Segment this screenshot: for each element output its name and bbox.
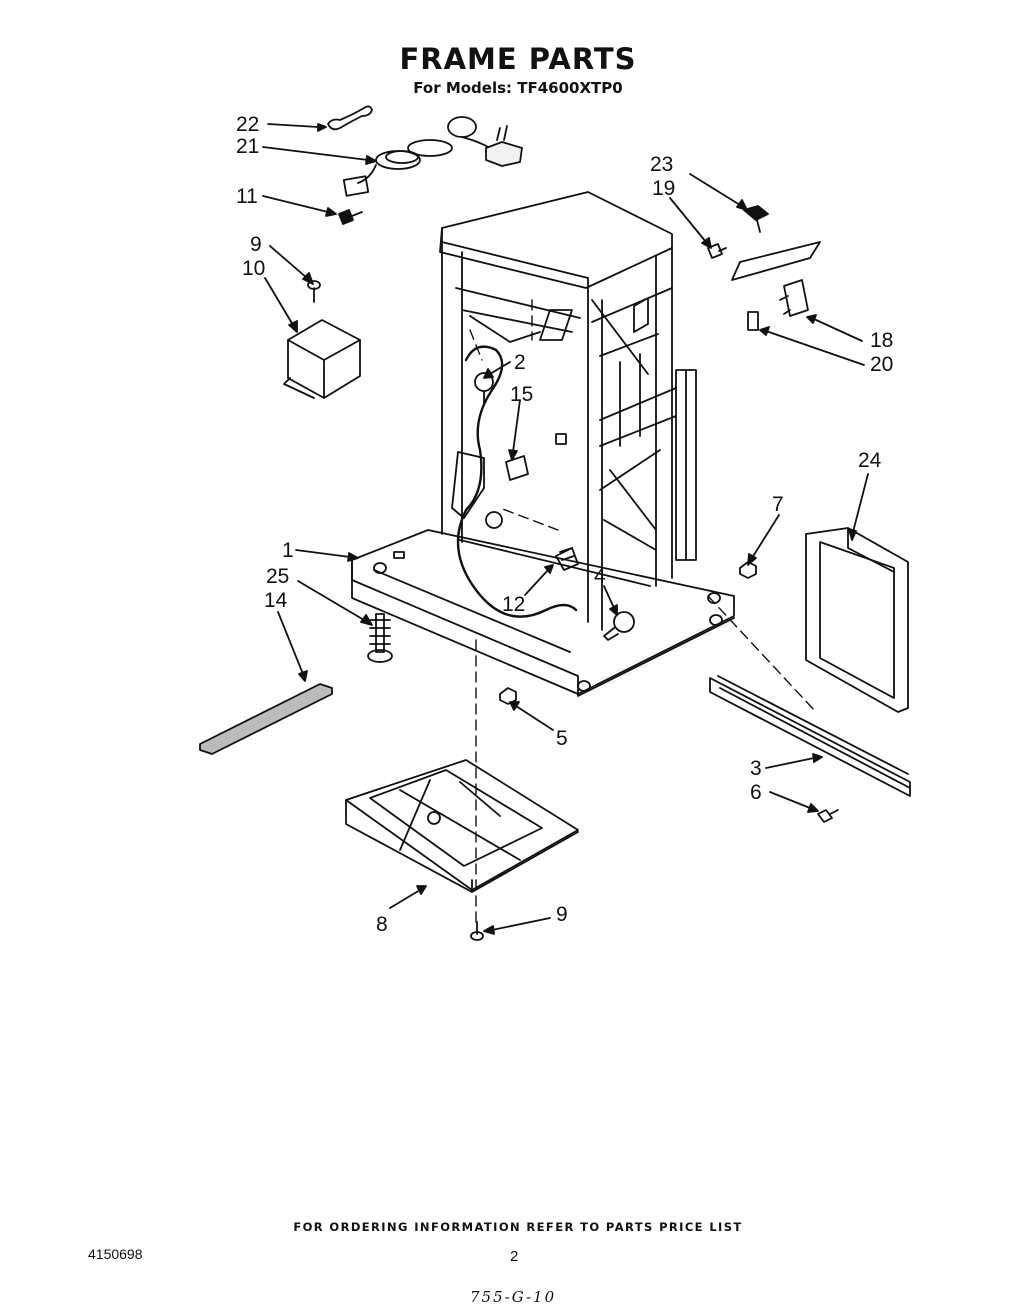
callout-18: 18 — [870, 329, 894, 352]
part-9-screw-bottom — [470, 921, 484, 941]
part-18-switch — [779, 279, 809, 317]
part-1-cabinet-frame — [351, 191, 735, 697]
callout-23: 23 — [650, 153, 674, 176]
callout-9: 9 — [250, 233, 262, 256]
part-22-clip — [327, 105, 373, 131]
page-title: FRAME PARTS — [399, 42, 637, 76]
part-19-screw — [707, 243, 727, 259]
part-7-nut — [739, 561, 757, 579]
part-20-bracket — [747, 311, 759, 331]
callout-5: 5 — [556, 727, 568, 750]
callout-24: 24 — [858, 449, 882, 472]
callout-19: 19 — [652, 177, 676, 200]
callout-20: 20 — [870, 353, 894, 376]
part-23-clip — [743, 205, 769, 233]
part-10-cover — [287, 319, 361, 399]
callout-11: 11 — [236, 185, 258, 208]
callout-12: 12 — [502, 593, 526, 616]
leader-lines — [262, 123, 869, 935]
handwritten-note: 755-G-10 — [470, 1288, 557, 1306]
callout-7: 7 — [772, 493, 784, 516]
page-number: 2 — [510, 1248, 519, 1265]
part-24-filter-frame — [805, 527, 909, 713]
callout-21: 21 — [236, 135, 260, 158]
callout-10: 10 — [242, 257, 266, 280]
document-number: 4150698 — [88, 1246, 143, 1262]
model-subtitle: For Models: TF4600XTP0 — [413, 79, 623, 97]
callout-3: 3 — [750, 757, 762, 780]
callout-9-bottom: 9 — [556, 903, 568, 926]
callout-14: 14 — [264, 589, 288, 612]
callout-4: 4 — [594, 565, 606, 588]
part-11-screw — [338, 209, 363, 225]
part-9-screw — [307, 280, 321, 303]
part-3-rail — [709, 675, 911, 797]
ordering-info-footer: FOR ORDERING INFORMATION REFER TO PARTS … — [293, 1220, 743, 1234]
part-14-foam-strip — [199, 683, 333, 755]
part-21-power-cord — [342, 116, 523, 197]
part-8-bottom-pan — [345, 759, 579, 893]
part-25-leveling-leg — [367, 613, 393, 663]
part-6-screw — [817, 809, 839, 823]
part-12-grommet — [555, 547, 579, 571]
part-4-plug — [603, 611, 635, 641]
part-5-nut — [499, 687, 517, 705]
callout-25: 25 — [266, 565, 290, 588]
callout-15: 15 — [510, 383, 534, 406]
callout-2: 2 — [514, 351, 526, 374]
callout-1: 1 — [282, 539, 294, 562]
callout-8: 8 — [376, 913, 388, 936]
callout-6: 6 — [750, 781, 762, 804]
callout-22: 22 — [236, 113, 260, 136]
part-15-connector — [505, 455, 529, 481]
part-2-grommet — [474, 372, 494, 406]
